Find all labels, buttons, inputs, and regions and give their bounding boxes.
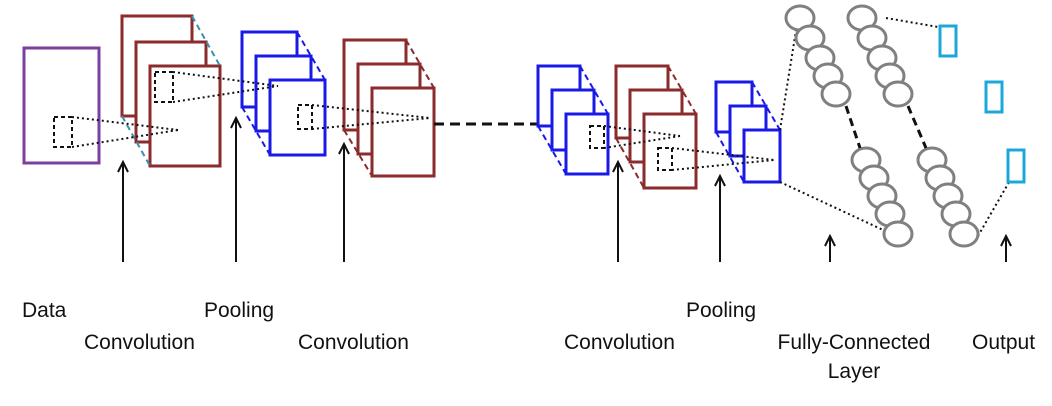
fc-layer2-ellipsis (906, 105, 928, 149)
conv3-stack (614, 64, 698, 190)
label-fc-line1: Fully-Connected (777, 331, 931, 354)
label-pool2: Pooling (686, 299, 757, 322)
label-conv2: Convolution (298, 331, 409, 354)
label-conv3: Convolution (564, 331, 675, 354)
pool1-receptive-field (297, 104, 313, 130)
pool3-stack (714, 80, 782, 184)
conv2-depth-edges (343, 39, 435, 177)
pool2-stack (536, 64, 610, 176)
pool1-stack (240, 30, 327, 157)
conv3-receptive-field (657, 147, 673, 171)
data-receptive-field (53, 116, 73, 148)
label-output: Output (972, 331, 1036, 354)
arrow-up-icon (230, 115, 242, 262)
label-fc-line2: Layer (827, 360, 881, 383)
output-nodes (938, 24, 1026, 184)
projection-lines (71, 17, 1017, 237)
arrow-up-icon (338, 141, 350, 262)
label-fc: Fully-Connected Layer (762, 332, 946, 382)
label-data: Data (22, 299, 67, 322)
arrow-up-icon (824, 233, 836, 262)
conv2-stack (342, 38, 436, 178)
fc-layer1-ellipsis (844, 105, 862, 149)
arrow-up-icon (612, 159, 624, 262)
arrow-up-icon (117, 159, 129, 262)
conv1-receptive-field (154, 71, 174, 103)
data-input-box (22, 46, 101, 165)
label-pool1: Pooling (204, 299, 275, 322)
fc-layer1-neurons (784, 4, 914, 248)
label-conv1: Convolution (84, 331, 195, 354)
conv1-stack (120, 14, 222, 168)
pool2-receptive-field (589, 125, 605, 149)
arrow-up-icon (1000, 233, 1012, 262)
fc-layer2-neurons (846, 4, 980, 248)
arrow-up-icon (714, 173, 726, 262)
